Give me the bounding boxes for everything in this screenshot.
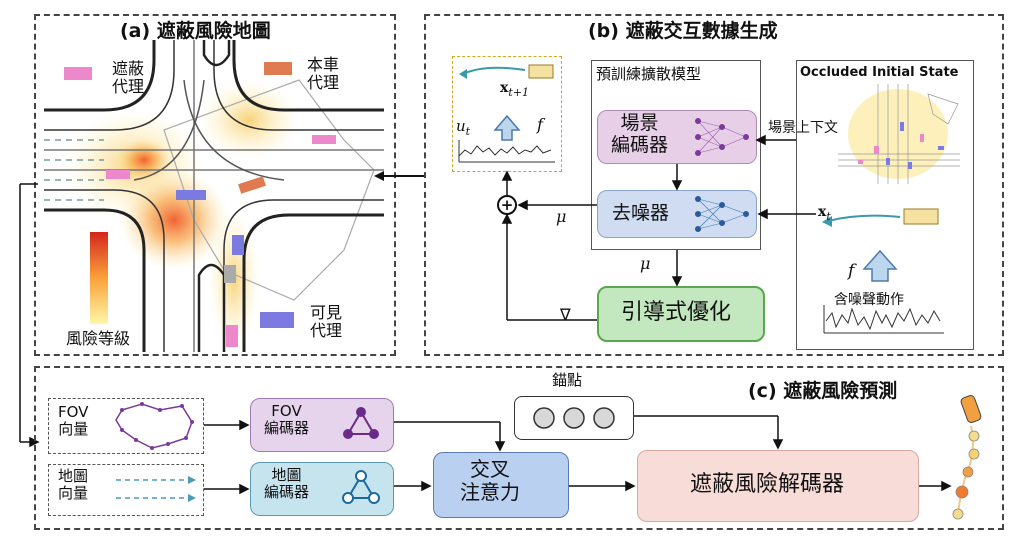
fov-encoder-block — [250, 398, 394, 452]
occluded-initial-state-box — [796, 60, 974, 350]
denoiser-block — [597, 190, 757, 238]
scene-encoder-label: 場景 編碼器 — [611, 112, 669, 156]
risk-decoder-label: 遮蔽風險解碼器 — [690, 472, 845, 497]
map-vector-icon — [116, 476, 196, 502]
anchor-circle — [533, 407, 555, 429]
occluded-agent — [226, 325, 238, 347]
panel-c-title: (c) 遮蔽風險預測 — [748, 380, 898, 402]
fov-vector-box — [48, 398, 204, 454]
visible-agent — [224, 265, 236, 283]
noisy-action-sketch — [822, 208, 944, 334]
fov-encoder-label: FOV 編碼器 — [264, 402, 310, 438]
legend-ego-swatch — [264, 62, 292, 75]
panel-b-title: (b) 遮蔽交互數據生成 — [588, 20, 778, 42]
guided-optimization-block — [597, 286, 765, 342]
sum-node: + — [497, 195, 517, 215]
mu-label-bottom: μ — [640, 254, 651, 273]
cross-attention-block — [433, 452, 569, 518]
occluded-agent — [312, 135, 336, 144]
legend-visible-swatch — [260, 312, 294, 328]
anchors-box — [514, 396, 634, 440]
scene-context-label: 場景上下文 — [768, 120, 838, 136]
map-encoder-block — [250, 462, 394, 516]
arrow-b-to-a — [374, 171, 426, 181]
noisy-action-label: 含噪聲動作 — [834, 292, 904, 308]
x-t-plus-1-label: xt+1 — [500, 80, 529, 99]
dynamics-sketch — [458, 64, 555, 163]
cross-attention-label: 交叉 注意力 — [460, 457, 520, 504]
map-vector-label: 地圖 向量 — [58, 467, 89, 503]
fov-vector-label: FOV 向量 — [58, 403, 89, 439]
ego-agent — [238, 176, 266, 194]
map-encoder-label: 地圖 編碼器 — [264, 466, 310, 502]
u-t-label: ut — [456, 117, 471, 138]
denoiser-label: 去噪器 — [612, 202, 670, 224]
risk-level-colorbar — [90, 232, 108, 324]
map-vector-box — [48, 464, 204, 516]
panel-risk-prediction — [34, 366, 1004, 530]
anchors-label: 錨點 — [552, 371, 583, 389]
panel-a-title: (a) 遮蔽風險地圖 — [120, 20, 271, 42]
guided-optimization-label: 引導式優化 — [621, 300, 732, 325]
f-label-left: f — [537, 115, 543, 134]
mu-label-left: μ — [556, 207, 567, 226]
graph-icon — [343, 407, 379, 439]
anchor-circle — [593, 407, 615, 429]
risk-heat-blob — [199, 80, 299, 160]
occluded-initial-state-thumbnail — [838, 84, 960, 184]
risk-decoder-block — [637, 450, 919, 522]
f-label-right: f — [848, 261, 855, 281]
legend-occluded-label: 遮蔽 代理 — [112, 59, 145, 97]
neural-net-icon — [695, 196, 749, 232]
predicted-trajectory — [952, 395, 982, 520]
diffusion-model-title: 預訓練擴散模型 — [596, 65, 702, 83]
legend-ego-label: 本車 代理 — [307, 55, 340, 93]
fov-polygon-icon — [115, 402, 194, 450]
legend-occluded-swatch — [64, 67, 92, 80]
intersection-map — [44, 40, 384, 352]
plus-symbol: + — [500, 195, 514, 214]
anchor-circle — [563, 407, 585, 429]
panel-data-generation — [424, 14, 1004, 356]
graph-icon — [342, 470, 380, 504]
occluded-agent — [106, 170, 130, 179]
visible-agent — [232, 235, 244, 255]
legend-risk-label: 風險等級 — [66, 329, 131, 348]
legend-visible-label: 可見 代理 — [310, 303, 343, 341]
occluded-initial-state-title: Occluded Initial State — [800, 65, 959, 80]
anchor-circles — [533, 407, 615, 429]
x-t-label: xt — [818, 204, 831, 223]
scene-encoder-block — [597, 110, 757, 164]
panel-risk-map — [34, 14, 396, 356]
diffusion-model-box — [591, 60, 761, 250]
neural-net-icon — [695, 118, 749, 156]
nabla-label: ∇ — [560, 305, 571, 324]
fov-polygon — [163, 79, 375, 301]
visible-agent — [176, 190, 206, 200]
